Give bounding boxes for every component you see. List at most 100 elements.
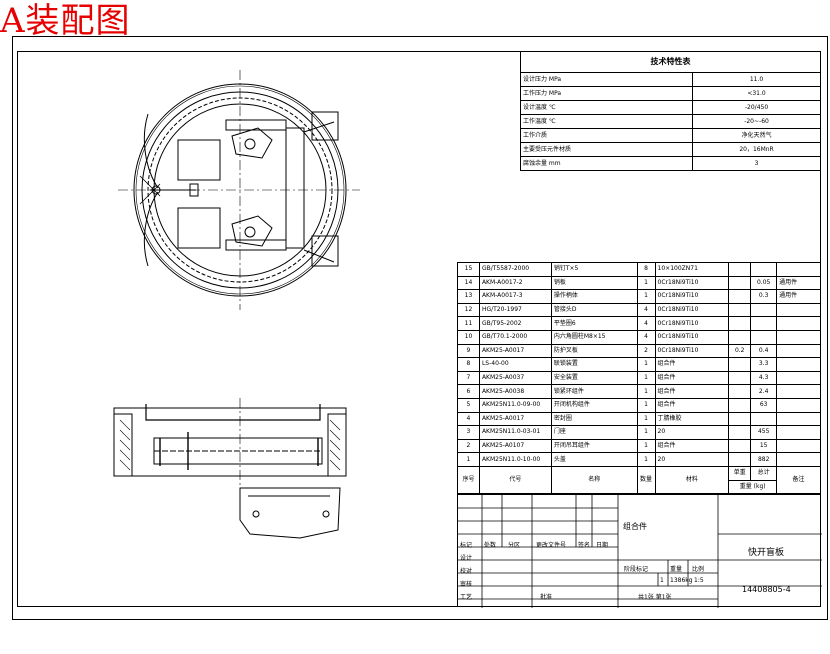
parts-cell-qty: 1 [636,289,656,304]
parts-cell-no: 15 [457,262,480,277]
title-block-grid [458,495,822,608]
parts-cell-material: 0Cr18Ni9Ti10 [654,275,730,291]
parts-cell-code: AKM25-A0017 [478,411,552,427]
section-body [113,407,347,477]
parts-cell-note [776,397,821,413]
parts-cell-no: 6 [457,384,480,399]
parts-cell-code: AKM25-A0037 [478,370,552,386]
mark-label: 标记 [460,542,473,549]
process-label: 工艺 [460,594,473,601]
parts-cell-code: AKM-A0017-3 [478,289,552,304]
parts-cell-total: 3.3 [750,357,778,372]
parts-cell-qty: 4 [636,316,656,331]
parts-cell-note [776,425,821,440]
drawing-stamp-title: A装配图 [0,1,131,41]
parts-cell-qty: 1 [636,384,656,399]
parts-cell-qty: 1 [636,357,656,372]
hinge-arm [285,127,305,249]
parts-cell-material: 0Cr18Ni9Ti10 [654,343,730,359]
parts-cell-total: 0.05 [750,275,778,291]
parts-cell-name: 安全装置 [550,370,638,386]
parts-cell-total [750,302,778,318]
parts-cell-qty: 4 [636,329,656,345]
parts-cell-name: 密封圈 [550,411,638,427]
parts-cell-single [728,384,752,399]
parts-cell-no: 9 [457,343,480,359]
parts-cell-material: 0Cr18Ni9Ti10 [654,302,730,318]
parts-cell-code: GB/T5587-2000 [478,262,552,277]
parts-cell-single [728,438,752,454]
parts-cell-material: 组合件 [654,384,730,399]
parts-cell-qty: 1 [636,438,656,454]
parts-cell-total: 2.4 [750,384,778,399]
product-name: 快开盲板 [748,548,785,558]
count-label: 处数 [484,542,497,549]
parts-cell-note [776,411,821,427]
parts-cell-no: 3 [457,425,480,440]
parts-cell-single [728,302,752,318]
spec-row: 工作介质净化天然气 [519,128,821,143]
parts-cell-code: LS-40-00 [478,357,552,372]
parts-cell-total: 63 [750,397,778,413]
spec-row: 工作温度 ℃-20~-60 [519,114,821,129]
parts-cell-code: AKM25-A0017 [478,343,552,359]
parts-cell-note [776,302,821,318]
title-block: 组合件 快开盲板 14408805-4 标记 处数 分区 更改文件号 签名 日期… [457,494,822,608]
parts-cell-name: 联锁装置 [550,357,638,372]
parts-cell-name: 销板 [550,275,638,291]
parts-cell-name: 内六角圆柱M8×15 [550,329,638,345]
parts-cell-qty: 8 [636,262,656,277]
parts-cell-name: 开闭机构组件 [550,397,638,413]
parts-cell-total [750,411,778,427]
parts-cell-qty: 1 [636,411,656,427]
operating-handle [150,183,199,197]
parts-cell-material: 0Cr18Ni9Ti10 [654,329,730,345]
zone-label: 分区 [508,542,521,549]
parts-cell-no: 8 [457,357,480,372]
parts-cell-code: GB/T70.1-2000 [478,329,552,345]
design-label: 设计 [460,555,473,562]
parts-cell-material: 丁腈橡胶 [654,411,730,427]
parts-cell-single [728,452,752,467]
parts-cell-no: 2 [457,438,480,454]
parts-cell-note [776,329,821,345]
parts-cell-material: 10×100ZN71 [654,262,730,277]
parts-cell-name: 防护叉板 [550,343,638,359]
hinge-lower [231,215,273,247]
parts-cell-note [776,452,821,467]
parts-cell-total: 0.4 [750,343,778,359]
parts-cell-code: AKM25N11.0-10-00 [478,452,552,467]
parts-cell-single [728,425,752,440]
parts-cell-single [728,316,752,331]
date-label: 日期 [596,542,609,549]
parts-cell-qty: 1 [636,275,656,291]
parts-cell-no: 11 [457,316,480,331]
parts-cell-name: 平垫圈6 [550,316,638,331]
parts-cell-note [776,438,821,454]
parts-cell-name: 操作柄体 [550,289,638,304]
parts-cell-name: 销钉T×5 [550,262,638,277]
parts-cell-material: 组合件 [654,397,730,413]
parts-cell-code: GB/T95-2002 [478,316,552,331]
parts-cell-total: 0.3 [750,289,778,304]
parts-header-row-2: 重量 (kg) [458,479,821,495]
parts-cell-material: 20 [654,452,730,467]
parts-cell-material: 组合件 [654,438,730,454]
change-label: 更改文件号 [536,542,567,549]
parts-cell-note [776,370,821,386]
scale-value: 1:5 [694,577,704,584]
parts-cell-single [728,262,752,277]
parts-cell-single [728,397,752,413]
